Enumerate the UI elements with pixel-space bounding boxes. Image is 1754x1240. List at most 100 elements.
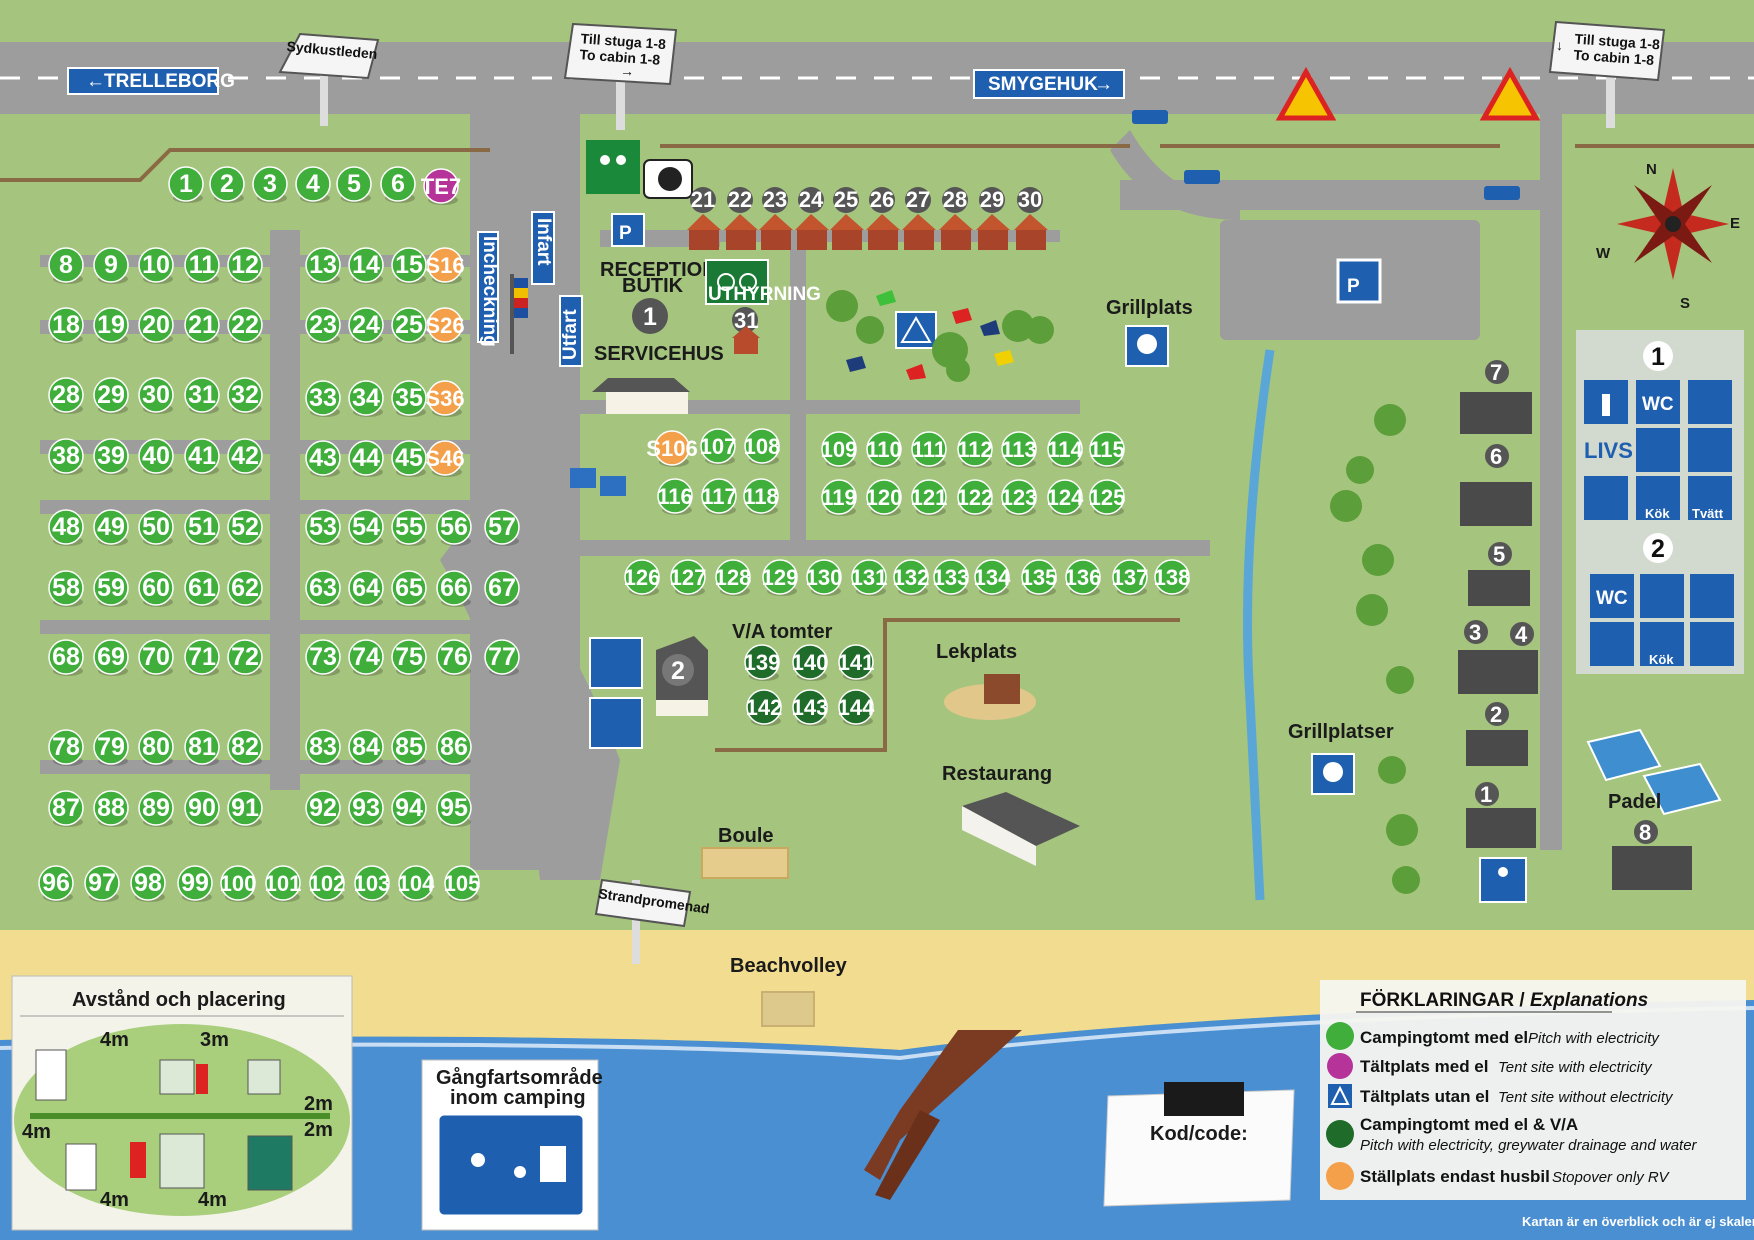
pitch-126: 126 [624,559,661,596]
grillplatser-label: Grillplatser [1288,721,1394,743]
pitch-125: 125 [1089,479,1125,516]
accessible-parking-icon [1479,857,1527,903]
legend-swatch-tent-electric [1327,1053,1353,1079]
svg-text:1: 1 [1651,343,1665,371]
pitch-number: 82 [231,733,259,761]
pitch-109: 109 [821,431,857,468]
pitch-41: 41 [184,438,220,475]
pitch-111: 111 [911,431,947,468]
pitch-29: 29 [93,377,129,414]
pitch-64: 64 [348,570,384,607]
cabin-8: 8 [1612,820,1692,890]
pitch-38: 38 [48,438,84,475]
pitch-number: 84 [352,733,380,761]
pitch-number: 57 [488,513,516,541]
pitch-number: 30 [142,381,170,409]
legend-item-3-en: Pitch with electricity, greywater draina… [1360,1137,1698,1154]
pitch-123: 123 [1001,479,1037,516]
pitch-59: 59 [93,570,129,607]
legend-swatch-pitch-va [1326,1120,1354,1148]
pitch-number: 136 [1065,565,1102,590]
grillplatser: Grillplatser [1288,721,1394,795]
pitch-75: 75 [391,639,427,676]
reception-building: RECEPTION BUTIK 1 SERVICEHUS [592,259,724,414]
pitch-number: 100 [220,871,257,896]
pitch-number: 45 [395,444,423,472]
pitch-74: 74 [348,639,384,676]
flag-icon [510,274,528,354]
pitch-78: 78 [48,729,84,766]
tents [846,290,1014,380]
pedestrian-zone-sign-icon [436,1112,586,1218]
pitch-number: 41 [188,442,216,470]
pitch-number: 9 [104,251,118,279]
legend-item-2-en: Tent site without electricity [1498,1089,1674,1106]
pitch-86: 86 [436,729,472,766]
distance-placement-box: Avstånd och placering 4m 3m 2m 2m 4m 4m … [11,975,353,1231]
pitch-119: 119 [821,479,857,516]
pitch-42: 42 [227,438,263,475]
pitch-79: 79 [93,729,129,766]
pitch-number: 28 [52,381,80,409]
pitch-90: 90 [184,790,220,827]
pitch-number: 137 [1112,565,1149,590]
wc-icon-2: WC [1590,574,1634,618]
distance-left: 4m [22,1121,51,1143]
pitch-48: 48 [48,509,84,546]
pitch-number: 135 [1021,565,1058,590]
svg-text:4: 4 [1515,622,1528,647]
speed-bump-warning-icon [1275,66,1541,121]
butik-label: BUTIK [622,275,684,297]
pitch-number: 40 [142,442,170,470]
compass-east: E [1730,215,1740,232]
sign-smygehuk-label: SMYGEHUK [988,74,1098,95]
svg-text:7: 7 [1490,360,1502,385]
pitch-number: 115 [1089,437,1125,462]
arrow-left-icon: ← [86,71,105,92]
pitch-129: 129 [762,559,798,596]
legend-item-0-en: Pitch with electricity [1528,1030,1660,1047]
pitch-number: 58 [52,574,80,602]
pitch-number: 39 [97,442,125,470]
cabin-number: 26 [870,187,894,212]
compass-west: W [1596,245,1611,262]
pitch-number: 49 [97,513,125,541]
accessible-icon [1584,476,1628,520]
sign-trelleborg-label: TRELLEBORG [104,71,235,92]
pitch-number: 126 [624,565,661,590]
pitch-number: 65 [395,574,423,602]
pitch-137: 137 [1112,559,1149,596]
cabin-sign-left-en: To cabin 1-8 [579,46,661,68]
padel-label: Padel [1608,791,1661,813]
pitch-54: 54 [348,509,384,546]
legend-title: FÖRKLARINGAR / Explanations [1360,990,1648,1011]
pitch-number: 93 [352,794,380,822]
restaurant: Restaurang [942,763,1080,866]
pitch-number: 142 [746,695,783,720]
pitch-14: 14 [348,247,384,284]
pitch-50: 50 [138,509,174,546]
pitch-45: 45 [391,440,427,477]
pitch-84: 84 [348,729,384,766]
pitch-number: 133 [933,565,970,590]
pitch-number: 50 [142,513,170,541]
pitch-number: 132 [893,565,930,590]
pitch-63: 63 [305,570,341,607]
pitch-number: S16 [425,253,464,278]
pitch-105: 105 [444,865,480,902]
pitch-3: 3 [252,166,288,203]
svg-text:2: 2 [1490,702,1502,727]
pitch-te7: TE7 [421,168,461,205]
pitch-1: 1 [168,166,204,203]
pitch-number: 5 [347,170,361,198]
pitch-number: 21 [188,311,216,339]
code-note: Kod/code: [1103,1082,1295,1207]
distance-right-1: 2m [304,1093,333,1115]
pitch-number: 98 [134,869,162,897]
legend-item-3-sv: Campingtomt med el & V/A [1360,1115,1578,1134]
pitch-number: 122 [957,485,994,510]
pitch-number: 97 [88,869,116,897]
reception-label: RECEPTION [600,259,717,281]
pitch-number: 52 [231,513,259,541]
